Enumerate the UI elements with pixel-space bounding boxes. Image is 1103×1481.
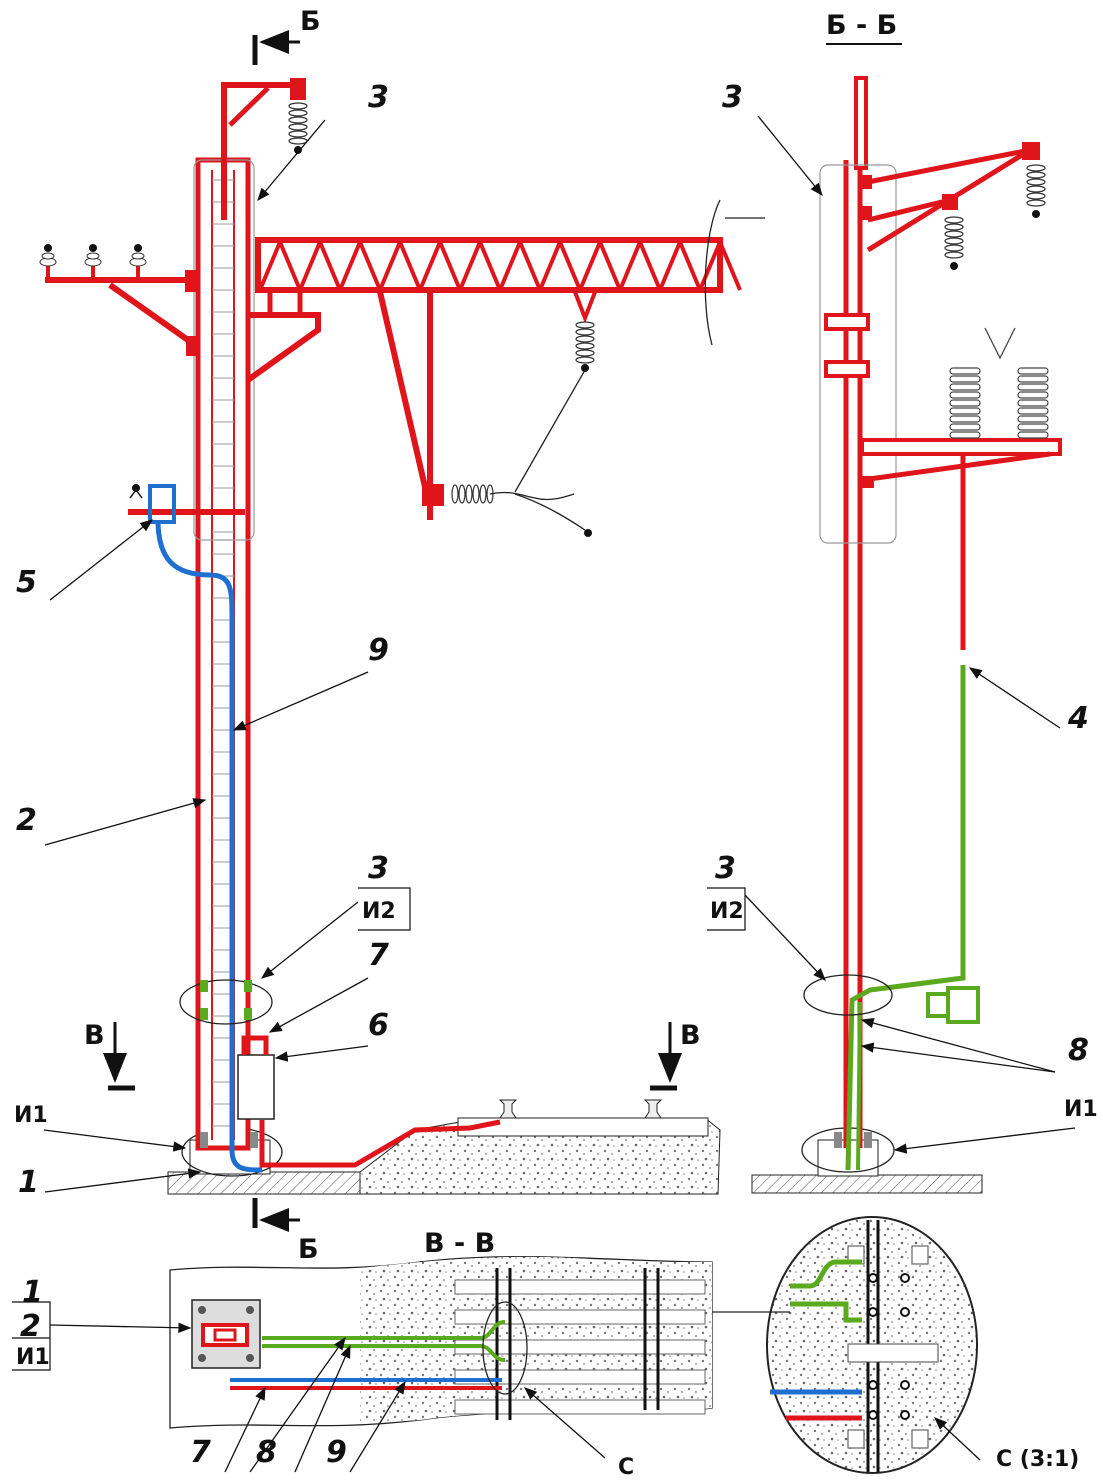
plan-bolts: [198, 1306, 254, 1362]
plan-rails: [495, 1268, 660, 1420]
callout-3-top-left: 3: [368, 80, 389, 115]
callout-2: 2: [16, 803, 37, 838]
callout-7-plan: 7: [190, 1435, 211, 1470]
cut-label-v-left: В: [84, 1020, 105, 1051]
anchor-bolts-right: [834, 1132, 872, 1148]
callout-3-mid-right: 3: [715, 851, 736, 886]
mast-side: [843, 76, 868, 1148]
cut-label-b-top: Б: [300, 6, 321, 37]
callout-3-mid-left: 3: [368, 851, 389, 886]
side-view-bb: Б - Б: [751, 10, 1062, 1194]
green-clamps: [200, 980, 252, 1020]
callout-i2-right: И2: [710, 899, 744, 924]
detail-frame-top-right: [819, 164, 897, 544]
callout-3-top-right: 3: [722, 80, 743, 115]
feeder-bracket-right: [860, 327, 1062, 488]
callout-1-plan: 1: [22, 1275, 43, 1310]
clamp-band-lower: [824, 360, 870, 378]
leaders: [43, 115, 1076, 1473]
feeder-crossarm: [39, 244, 200, 356]
callout-9-plan: 9: [326, 1435, 347, 1470]
green-ground-wire-2: [856, 1001, 862, 1171]
ground-strip: [167, 1171, 364, 1195]
callout-7-upper: 7: [368, 938, 389, 973]
callout-i2-left: И2: [362, 899, 396, 924]
callout-1-left: 1: [18, 1165, 39, 1200]
callout-i1-right: И1: [1064, 1097, 1098, 1122]
rail-left: [498, 1099, 518, 1119]
detail-circle-c: [482, 1301, 528, 1395]
callout-c-scale: С (3:1): [996, 1447, 1079, 1472]
ground-strip-right: [751, 1174, 983, 1194]
detail-ellipse-i2-right: [803, 974, 893, 1016]
clamp-band-upper: [824, 313, 870, 331]
section-title-vv: В - В: [424, 1228, 495, 1259]
detail-ellipse-i2: [179, 979, 273, 1025]
detail-c-zoom: [712, 1216, 978, 1474]
callout-c: С: [618, 1455, 634, 1480]
front-view: Б Б В В: [39, 6, 765, 1265]
top-bracket: [221, 78, 308, 220]
callout-i1-plan: И1: [16, 1345, 50, 1370]
cut-mark-b-top: [252, 30, 300, 65]
label-frames: [12, 887, 746, 1371]
cut-label-b-bottom: Б: [298, 1234, 319, 1265]
mast: [195, 157, 251, 1151]
callout-i1-left: И1: [14, 1103, 48, 1128]
callout-6: 6: [368, 1008, 389, 1043]
cantilevers: [860, 142, 1046, 270]
callout-9: 9: [368, 633, 389, 668]
cut-mark-v-right: [650, 1022, 682, 1091]
callout-5: 5: [16, 565, 37, 600]
callout-4: 4: [1067, 701, 1089, 736]
crossspan-truss: [246, 199, 765, 520]
red-ground-conductor: [259, 1119, 501, 1168]
cut-mark-b-bottom: [252, 1198, 300, 1232]
plan-mast-section: [201, 1323, 249, 1347]
callout-2-plan: 2: [20, 1309, 41, 1344]
blue-cable-9: [155, 519, 263, 1173]
rail-right: [643, 1099, 663, 1119]
disconnector-bracket: [128, 484, 245, 524]
red-jumper-7: [241, 1035, 269, 1055]
green-ground-wire: [845, 665, 966, 1171]
plan-green-cables: [262, 1320, 506, 1362]
callout-8-right: 8: [1068, 1033, 1089, 1068]
cut-mark-v-left: [103, 1022, 135, 1091]
spark-gap-right: [926, 986, 980, 1024]
plan-sleepers: [454, 1279, 706, 1415]
anchor-bolts-left: [200, 1132, 258, 1148]
steady-arm-insulator: [451, 484, 592, 537]
section-title-bb: Б - Б: [826, 10, 897, 41]
callout-8-plan: 8: [256, 1435, 277, 1470]
plan-view-vv: В - В: [169, 1228, 713, 1429]
cut-label-v-right: В: [680, 1020, 701, 1051]
spark-gap-box: [237, 1054, 275, 1120]
